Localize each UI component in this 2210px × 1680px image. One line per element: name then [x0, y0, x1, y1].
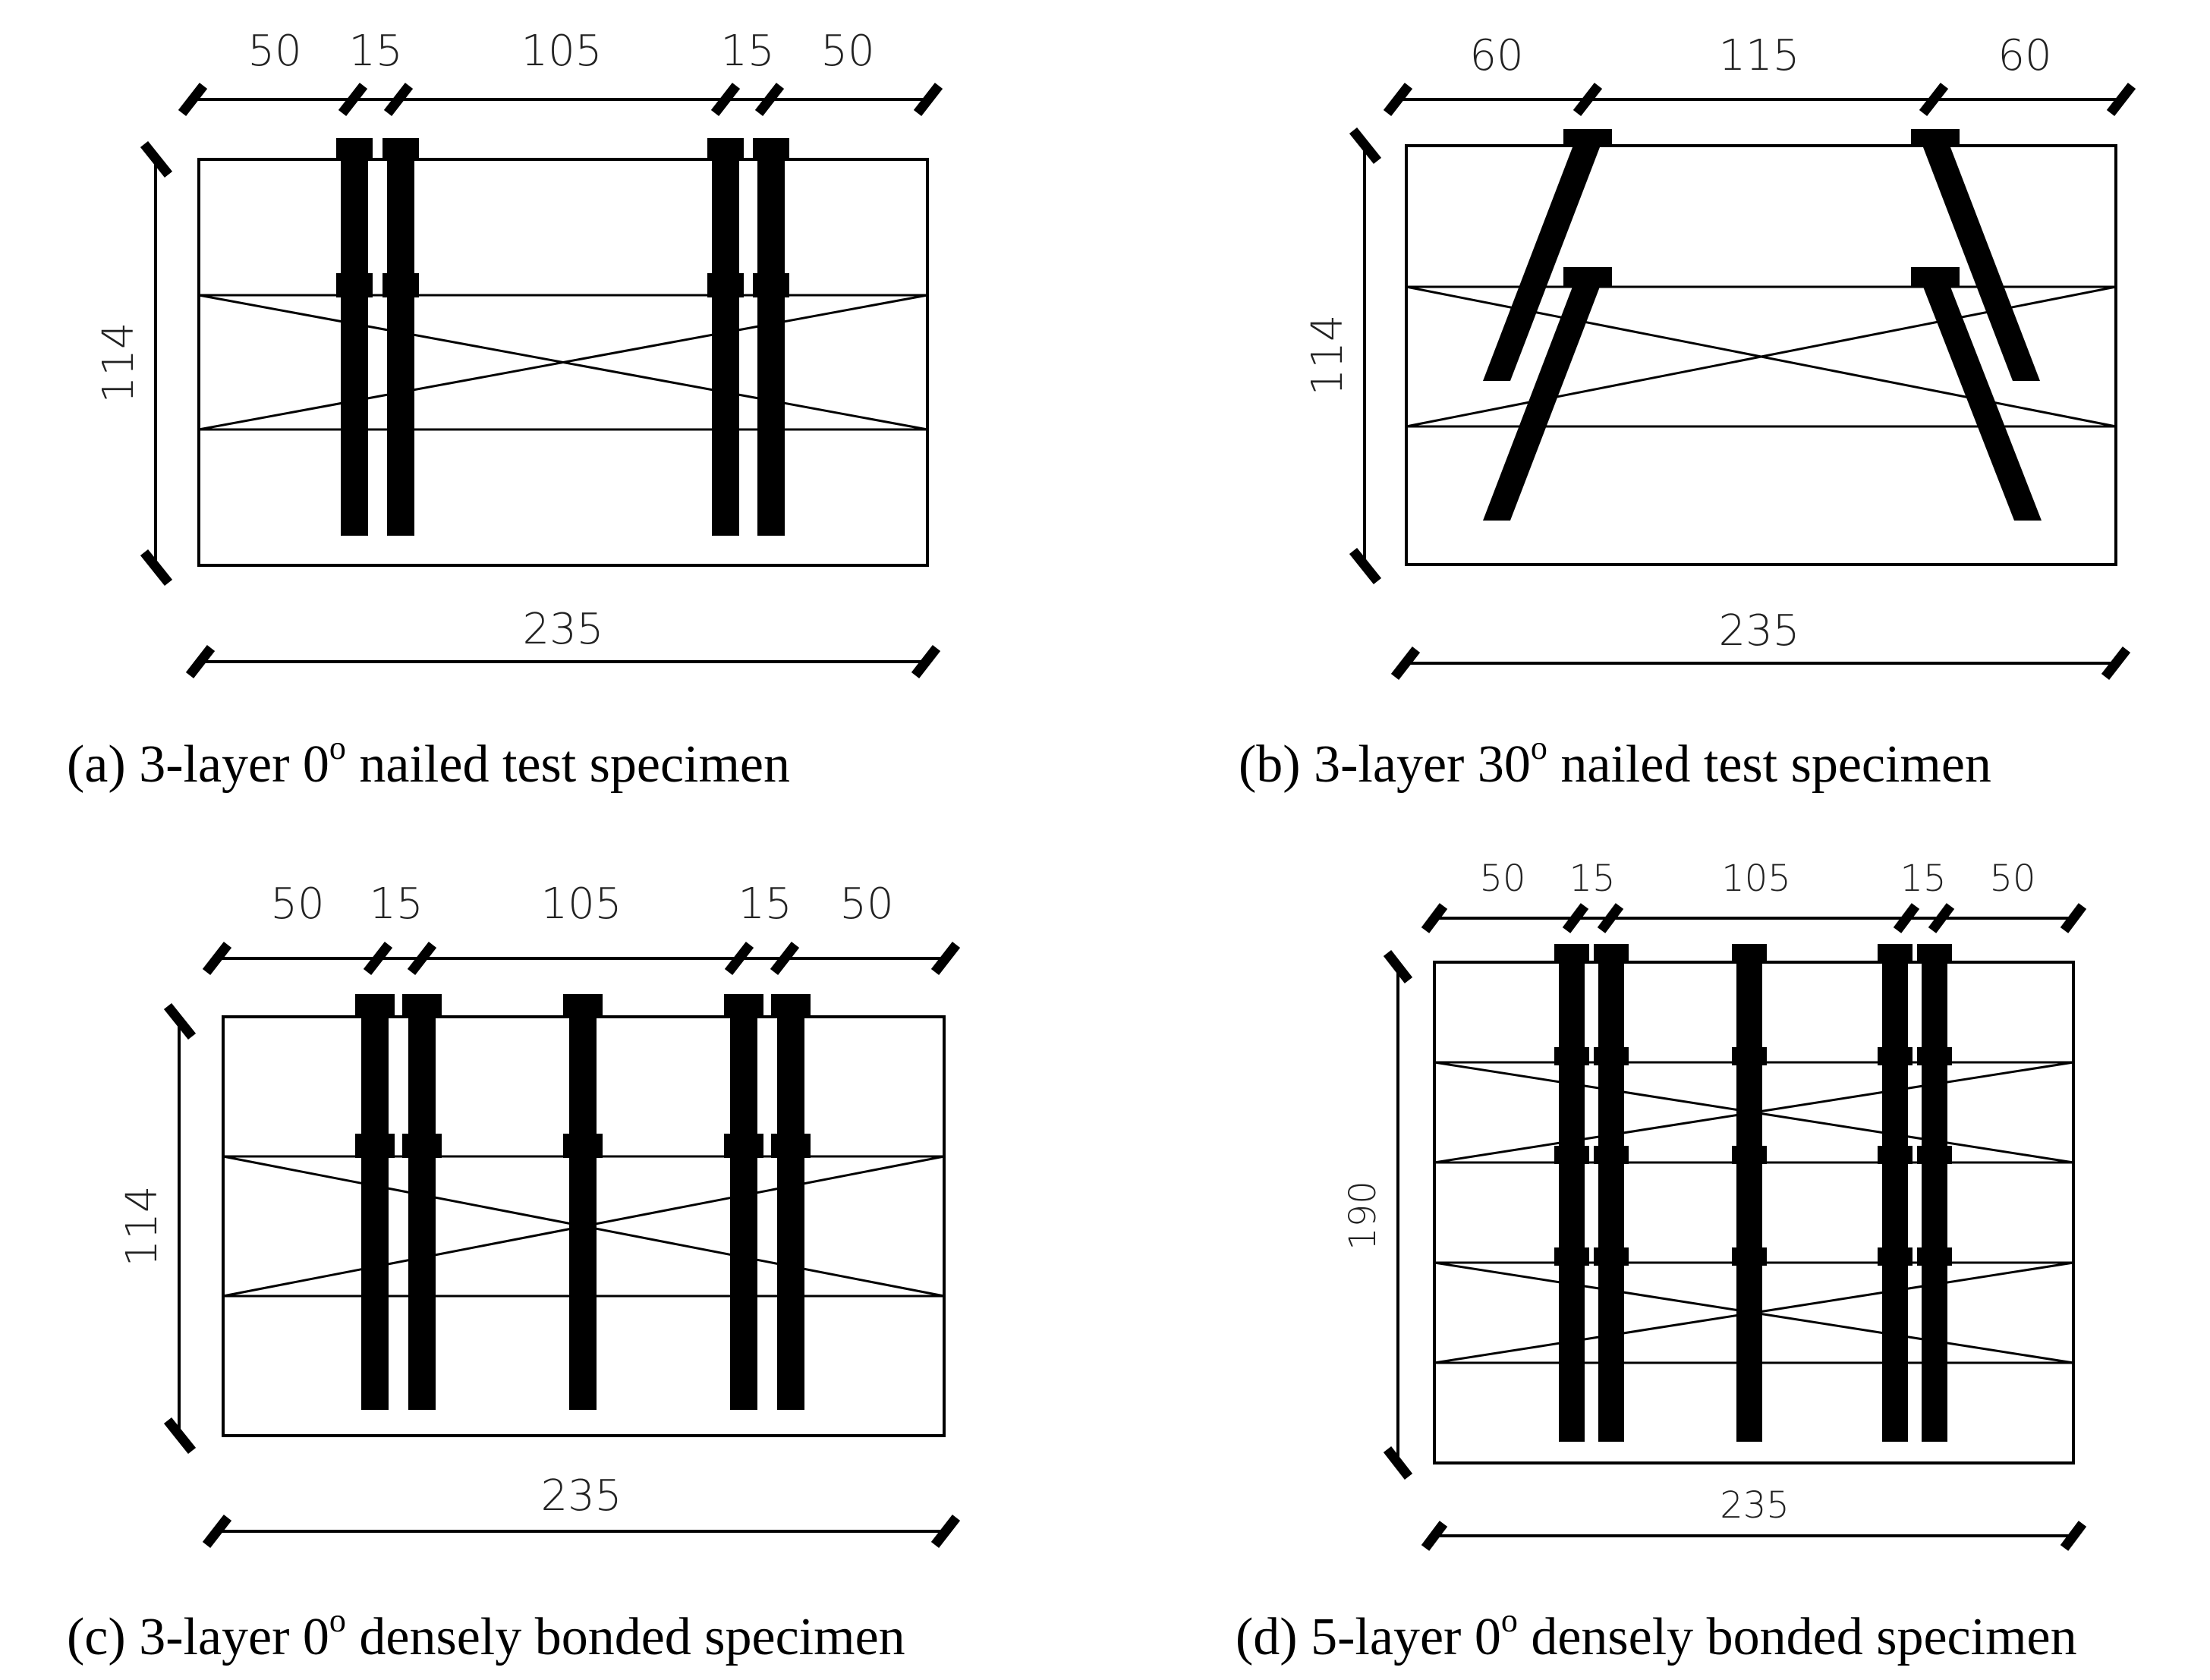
panel-b: 60 115 60 114 235 (b) 3-layer 30o nailed…	[1239, 31, 2136, 794]
dimension-tick	[710, 83, 741, 116]
dimension-tick	[338, 83, 368, 116]
nail	[1594, 944, 1629, 1442]
panel-d: 50 15 105 15 50 190 235 (d) 5-layer 0o d…	[1236, 857, 2087, 1666]
panel-d-dim-label: 15	[1569, 857, 1615, 900]
panel-b-dim-label: 60	[1469, 31, 1523, 80]
inclined-nail	[1911, 129, 2040, 381]
panel-d-dim-label: 50	[1989, 857, 2035, 900]
panel-c-caption: (c) 3-layer 0o densely bonded specimen	[67, 1602, 905, 1666]
nail	[1878, 944, 1912, 1442]
panel-b-dim-label: 115	[1719, 31, 1800, 80]
panel-c-dim-label: 15	[369, 879, 423, 929]
dimension-tick	[1349, 547, 1382, 585]
dimension-tick	[1383, 1446, 1413, 1480]
panel-d-dim-label: 15	[1900, 857, 1946, 900]
panel-d-dim-label: 105	[1721, 857, 1791, 900]
panel-c-dim-label: 50	[839, 879, 893, 929]
dimension-tick	[913, 83, 943, 116]
panel-a-dim-label: 105	[521, 27, 603, 76]
panel-d-dim-label: 50	[1479, 857, 1525, 900]
panel-a-specimen-outline	[197, 158, 929, 567]
dimension-tick	[1597, 903, 1624, 933]
panel-c-dim-label: 105	[541, 879, 622, 929]
panel-c-bottom-dim-label: 235	[541, 1471, 622, 1521]
nail	[1917, 944, 1952, 1442]
nail	[1732, 944, 1767, 1442]
dimension-tick	[1572, 83, 1603, 116]
panel-c-dim-label: 15	[738, 879, 792, 929]
nail	[336, 138, 373, 536]
dimension-tick	[1562, 903, 1589, 933]
panel-c: 50 15 105 15 50 114 235 (c) 3-layer 0o d…	[67, 879, 961, 1666]
nail	[771, 994, 811, 1410]
dimension-tick	[911, 645, 941, 678]
dimension-tick	[1383, 83, 1413, 116]
nail	[753, 138, 789, 536]
panel-a-dim-label: 15	[348, 27, 402, 76]
panel-a-dim-label: 50	[820, 27, 874, 76]
dimension-tick	[2106, 83, 2136, 116]
dimension-tick	[1893, 903, 1920, 933]
dimension-tick	[1421, 1521, 1448, 1551]
dimension-tick	[2060, 903, 2087, 933]
panel-a-side-dim-label: 114	[94, 322, 143, 404]
panel-b-caption: (b) 3-layer 30o nailed test specimen	[1239, 729, 1991, 794]
dimension-tick	[2060, 1521, 2087, 1551]
dimension-tick	[178, 83, 208, 116]
dimension-tick	[363, 942, 393, 975]
panel-d-side-dim-label: 190	[1342, 1181, 1384, 1251]
dimension-tick	[2101, 647, 2131, 680]
dimension-tick	[1919, 83, 1949, 116]
dimension-tick	[724, 942, 754, 975]
inclined-nail	[1911, 267, 2042, 521]
dimension-tick	[1928, 903, 1955, 933]
dimension-tick	[202, 942, 232, 975]
panel-c-side-dim-label: 114	[118, 1186, 167, 1267]
panel-b-bottom-dim-label: 235	[1719, 606, 1800, 656]
dimension-tick	[140, 140, 173, 178]
dimension-tick	[407, 942, 437, 975]
panel-a-caption: (a) 3-layer 0o nailed test specimen	[67, 729, 790, 794]
panel-d-bottom-dim-label: 235	[1720, 1484, 1790, 1527]
nail	[402, 994, 442, 1410]
panel-d-caption: (d) 5-layer 0o densely bonded specimen	[1236, 1602, 2077, 1666]
dimension-tick	[754, 83, 785, 116]
dimension-tick	[140, 549, 173, 587]
dimension-tick	[1390, 647, 1421, 680]
nail	[1554, 944, 1589, 1442]
dimension-tick	[185, 645, 216, 678]
panel-b-side-dim-label: 114	[1303, 315, 1352, 396]
dimension-tick	[163, 1417, 197, 1455]
dimension-tick	[930, 1515, 961, 1548]
panel-b-dim-label: 60	[1998, 31, 2051, 80]
panel-a: 50 15 105 15 50 114 235 (a) 3-layer 0o n…	[67, 27, 943, 794]
panel-c-dim-label: 50	[270, 879, 324, 929]
nail	[382, 138, 419, 536]
nail	[355, 994, 395, 1410]
dimension-tick	[1349, 127, 1382, 165]
panel-a-dim-label: 50	[247, 27, 301, 76]
dimension-tick	[202, 1515, 232, 1548]
panel-a-bottom-dim-label: 235	[523, 605, 604, 654]
dimension-tick	[383, 83, 414, 116]
dimension-tick	[1421, 903, 1448, 933]
dimension-tick	[770, 942, 800, 975]
dimension-tick	[1383, 950, 1413, 983]
panel-a-dim-label: 15	[720, 27, 774, 76]
nail	[724, 994, 763, 1410]
cross-layer-diagonal	[198, 294, 928, 431]
nail	[563, 994, 603, 1410]
inclined-nail	[1483, 267, 1612, 521]
inclined-nail	[1483, 129, 1612, 381]
nail	[707, 138, 744, 536]
dimension-tick	[163, 1002, 197, 1040]
dimension-tick	[930, 942, 961, 975]
panel-b-specimen-outline	[1405, 144, 2117, 566]
